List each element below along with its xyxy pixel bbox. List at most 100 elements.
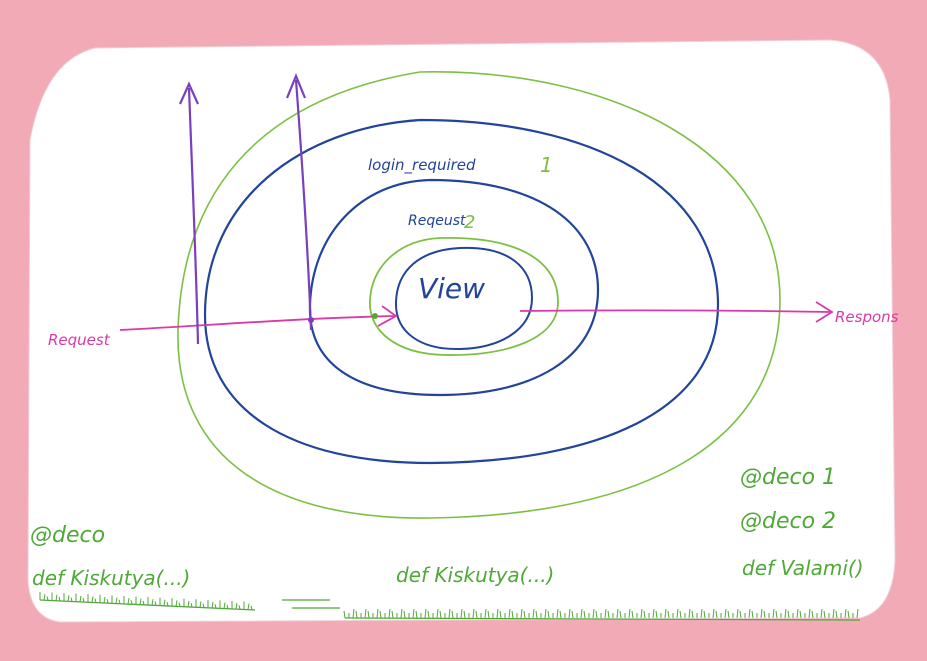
request-arrow-head	[377, 305, 398, 327]
grass-blade	[547, 610, 550, 619]
left-def-text: def Kiskutya(...)	[32, 566, 190, 590]
grass-blade	[676, 608, 679, 619]
grass-blade	[238, 605, 241, 610]
grass-blade	[559, 610, 562, 619]
grass-blade	[724, 608, 727, 619]
grass-blade	[364, 608, 367, 619]
grass-blade	[142, 600, 145, 605]
grass-blade	[115, 597, 118, 604]
grass-blade	[190, 602, 193, 608]
grass-blade	[223, 602, 226, 609]
grass-blade	[487, 610, 490, 619]
grass-blade	[835, 610, 838, 619]
grass-blade	[619, 610, 622, 619]
grass-blades	[39, 592, 859, 619]
grass-blade	[472, 608, 475, 619]
grass-blade	[214, 604, 217, 609]
grass-blade	[640, 608, 643, 619]
grass-blade	[412, 608, 415, 619]
grass-blade	[70, 597, 73, 602]
grass-blade	[79, 595, 82, 602]
grass-blade	[715, 610, 718, 619]
grass-blade	[202, 603, 205, 608]
grass-blade	[250, 605, 253, 610]
response-arrow-line	[519, 309, 831, 313]
grass-blade	[163, 599, 166, 606]
grass-blade	[55, 594, 58, 601]
grass-blade	[631, 610, 634, 619]
grass-blade	[484, 608, 487, 619]
grass-blade	[235, 603, 238, 610]
inner-green-ring	[369, 237, 559, 356]
grass-blade	[748, 608, 751, 619]
grass-blade	[544, 608, 547, 619]
grass-blade	[247, 603, 250, 610]
login-required-label: login_required	[368, 156, 476, 175]
grass-blade	[700, 608, 703, 619]
grass-blade	[451, 610, 454, 619]
grass-blade	[511, 610, 514, 619]
grass-blade	[784, 608, 787, 619]
grass-blade	[520, 608, 523, 619]
grass-blade	[475, 610, 478, 619]
grass-blade	[463, 610, 466, 619]
reqeust-label: Reqeust	[408, 213, 466, 229]
grass-blade	[508, 608, 511, 619]
grass-blade	[820, 608, 823, 619]
grass-blade	[667, 610, 670, 619]
grass-blade	[652, 608, 655, 619]
grass-blade	[856, 608, 859, 619]
right-def-text: def Valami()	[742, 556, 864, 580]
grass-blade	[844, 608, 847, 619]
grass-blade	[403, 610, 406, 619]
grass-blade	[535, 610, 538, 619]
grass-blade	[799, 610, 802, 619]
left-decorator-text: @deco	[30, 523, 105, 548]
grass-blade	[178, 602, 181, 607]
grass-blade	[400, 608, 403, 619]
purple-arrow-2-line	[294, 79, 313, 331]
right-deco1-text: @deco 1	[740, 465, 836, 490]
grass-blade	[775, 610, 778, 619]
grass-blade	[628, 608, 631, 619]
grass-blade	[532, 608, 535, 619]
grass-blade	[739, 610, 742, 619]
grass-blade	[499, 610, 502, 619]
paper-sheet	[27, 39, 896, 623]
grass-blade	[691, 610, 694, 619]
grass-blade	[436, 608, 439, 619]
grass-blade	[376, 608, 379, 619]
grass-blade	[616, 608, 619, 619]
grass-blade	[760, 608, 763, 619]
purple-arrow-1-line	[187, 87, 200, 345]
outer-green-ring	[177, 71, 781, 519]
grass-blade	[523, 610, 526, 619]
grass-blade	[424, 608, 427, 619]
grass-blade	[736, 608, 739, 619]
grass-blade	[130, 600, 133, 605]
grass-blade	[604, 608, 607, 619]
grass-blade	[226, 604, 229, 609]
grass-blade	[763, 610, 766, 619]
grass-blade	[211, 601, 214, 609]
grass-blade	[175, 600, 178, 607]
request-arrow-line	[119, 315, 396, 331]
response-label: Respons	[835, 308, 899, 326]
grass-blade	[496, 608, 499, 619]
grass-blade	[832, 608, 835, 619]
right-deco2-text: @deco 2	[740, 509, 836, 534]
grass-blade	[58, 596, 61, 602]
grass-blade	[139, 598, 142, 605]
login-required-ring	[203, 118, 720, 465]
purple-arrow-1-head	[178, 81, 200, 105]
grass-blade	[379, 610, 382, 619]
purple-marker	[308, 317, 314, 323]
view-label: View	[418, 272, 485, 305]
green-marker	[372, 313, 378, 319]
grass-blade	[607, 610, 610, 619]
grass-blade	[391, 610, 394, 619]
grass-blade	[679, 610, 682, 619]
grass-blade	[388, 608, 391, 619]
grass-blade	[343, 610, 346, 619]
